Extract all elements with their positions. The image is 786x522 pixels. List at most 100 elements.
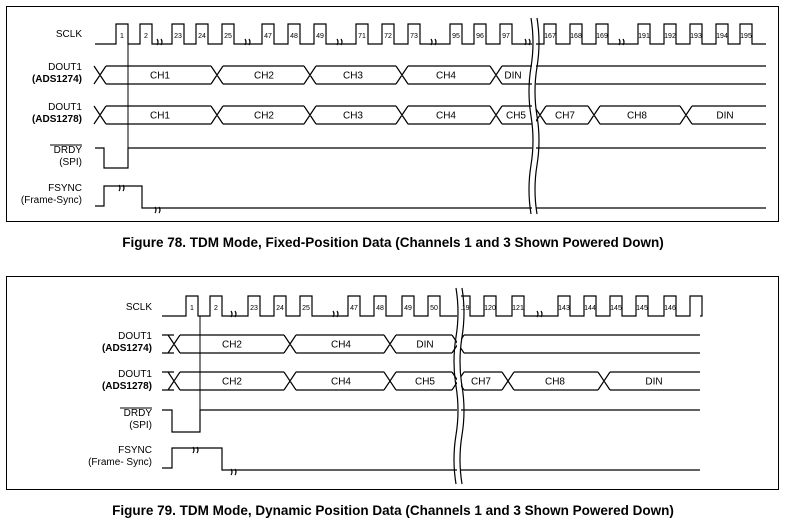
fig79-dout-ads1278-seg-0: CH2 xyxy=(222,377,242,388)
fig78-dout-ads1274-seg-4: DIN xyxy=(504,71,521,82)
fig79-dout-ads1278-label-line-0: DOUT1 xyxy=(118,369,152,380)
fig79-dout-ads1274-label-line-0: DOUT1 xyxy=(118,331,152,342)
fig78-sclk-pulse-number: 73 xyxy=(410,33,418,40)
fig79-sclk-pulse-number: 47 xyxy=(350,305,358,312)
fig79-sclk-pulse-number: 25 xyxy=(302,305,310,312)
fig78-sclk-pulse-number: 48 xyxy=(290,33,298,40)
break-curve xyxy=(459,287,465,485)
fig78-dout-ads1274-wave xyxy=(93,65,766,85)
fig78-dout-ads1278-seg-1: CH2 xyxy=(254,111,274,122)
fig78-sclk-pulse-number: 193 xyxy=(690,33,702,40)
fig79-dout-ads1278-seg-4: CH8 xyxy=(545,377,565,388)
fig79-dout-ads1278-seg-5: DIN xyxy=(645,377,662,388)
fig79-dout-ads1278-label-line-1: (ADS1278) xyxy=(102,381,152,392)
fig78-drdy-wave xyxy=(95,147,766,169)
fig78-dout-ads1274-seg-0: CH1 xyxy=(150,71,170,82)
fig78-sclk-break xyxy=(336,38,343,46)
fig79-dout-ads1278-seg-1: CH4 xyxy=(331,377,351,388)
fig78-time-break xyxy=(528,17,540,215)
fig79-sclk-pulse-number: 2 xyxy=(214,305,218,312)
fig78-dout-ads1278-seg-0: CH1 xyxy=(150,111,170,122)
fig79-dout-ads1278-seg-3: CH7 xyxy=(471,377,491,388)
fig78-sclk-pulse-number: 167 xyxy=(544,33,556,40)
fig78-fsync-break xyxy=(118,184,125,192)
fig78-sclk-pulse-number: 25 xyxy=(224,33,232,40)
fig78-sclk-pulse-number: 168 xyxy=(570,33,582,40)
fig78-dout-ads1278-wave xyxy=(93,105,766,125)
fig79-sclk-break xyxy=(332,310,339,318)
fig78-sclk-label-line-0: SCLK xyxy=(56,29,82,40)
fig79-dout-ads1274-label-line-1: (ADS1274) xyxy=(102,343,152,354)
fig78-dout-ads1278-seg-7: DIN xyxy=(716,111,733,122)
fig78-sclk-pulse-number: 96 xyxy=(476,33,484,40)
fig78-sclk-pulse-number: 191 xyxy=(638,33,650,40)
fig78-sclk-pulse-number: 24 xyxy=(198,33,206,40)
fig79-sclk-pulse-number: 120 xyxy=(484,305,496,312)
fig79-sclk-pulse-number: 144 xyxy=(584,305,596,312)
fig78-dout-ads1274-seg-3: CH4 xyxy=(436,71,456,82)
break-curve xyxy=(453,287,459,485)
fig79-fsync-break xyxy=(230,468,237,476)
fig78-sclk-break xyxy=(430,38,437,46)
fig79-sclk-label-line-0: SCLK xyxy=(126,302,152,313)
fig78-sclk-pulse-number: 23 xyxy=(174,33,182,40)
fig79-dout-ads1274-seg-2: DIN xyxy=(416,340,433,351)
fig79-sclk-pulse-number: 145 xyxy=(610,305,622,312)
fig78-dout-ads1278-seg-5: CH7 xyxy=(555,111,575,122)
fig78-dout-ads1278-label-line-1: (ADS1278) xyxy=(32,114,82,125)
fig78-dout-ads1278-label-line-0: DOUT1 xyxy=(48,102,82,113)
fig79-sclk-pulse-number: 146 xyxy=(664,305,676,312)
fig79-drdy-wave xyxy=(162,409,700,433)
fig78-fsync-wave xyxy=(95,185,766,209)
fig79-dout-ads1278-seg-2: CH5 xyxy=(415,377,435,388)
fig78-sclk-pulse-number: 71 xyxy=(358,33,366,40)
fig79-sclk-pulse-number: 24 xyxy=(276,305,284,312)
fig78-sclk-pulse-number: 2 xyxy=(144,33,148,40)
fig78-sclk-pulse-number: 1 xyxy=(120,33,124,40)
fig78-sclk-break xyxy=(244,38,251,46)
fig78-sclk-pulse-number: 192 xyxy=(664,33,676,40)
fig78-sclk-break xyxy=(524,38,531,46)
fig79-fsync-label-line-1: (Frame- Sync) xyxy=(88,457,152,468)
fig79-drdy-label-line-0: DRDY xyxy=(124,408,153,419)
fig78-sclk-break xyxy=(156,38,163,46)
fig79-fsync-wave xyxy=(162,447,700,471)
fig78-sclk-break xyxy=(618,38,625,46)
fig79-fsync-label-line-0: FSYNC xyxy=(118,445,152,456)
fig78-sclk-pulse-number: 72 xyxy=(384,33,392,40)
fig78-drdy-label-line-1: (SPI) xyxy=(59,157,82,168)
fig78-sclk-pulse-number: 194 xyxy=(716,33,728,40)
break-gap xyxy=(532,18,536,214)
fig79-fsync-break xyxy=(192,446,199,454)
fig78-fsync-label-line-1: (Frame-Sync) xyxy=(21,195,82,206)
fig79-sclk-pulse-number: 50 xyxy=(430,305,438,312)
fig79-dout-ads1274-seg-0: CH2 xyxy=(222,340,242,351)
fig78-dout-ads1278-seg-3: CH4 xyxy=(436,111,456,122)
fig78-sclk-pulse-number: 95 xyxy=(452,33,460,40)
break-curve xyxy=(528,17,534,215)
fig79-sclk-wave xyxy=(162,295,703,317)
break-gap xyxy=(457,288,461,484)
fig78-sclk-pulse-number: 169 xyxy=(596,33,608,40)
fig78-dout-ads1278-seg-4: CH5 xyxy=(506,111,526,122)
fig78-sclk-pulse-number: 195 xyxy=(740,33,752,40)
fig78-drdy-label-line-0: DRDY xyxy=(54,145,83,156)
fig79-sclk-break xyxy=(230,310,237,318)
fig79-sclk-pulse-number: 1 xyxy=(190,305,194,312)
figure-79-caption: Figure 79. TDM Mode, Dynamic Position Da… xyxy=(112,503,674,518)
figure-78-caption: Figure 78. TDM Mode, Fixed-Position Data… xyxy=(122,235,664,250)
fig79-sclk-break xyxy=(536,310,543,318)
fig78-fsync-break xyxy=(154,206,161,214)
fig78-dout-ads1274-label-line-1: (ADS1274) xyxy=(32,74,82,85)
fig79-sclk-pulse-number: 143 xyxy=(558,305,570,312)
fig78-dout-ads1278-seg-6: CH8 xyxy=(627,111,647,122)
fig79-sclk-pulse-number: 121 xyxy=(512,305,524,312)
fig79-sclk-pulse-number: 48 xyxy=(376,305,384,312)
fig78-sclk-pulse-number: 47 xyxy=(264,33,272,40)
fig78-sclk-pulse-number: 97 xyxy=(502,33,510,40)
figure-78-panel xyxy=(6,6,779,222)
fig79-drdy-label-line-1: (SPI) xyxy=(129,420,152,431)
break-curve xyxy=(534,17,540,215)
fig78-sclk-pulse-number: 49 xyxy=(316,33,324,40)
